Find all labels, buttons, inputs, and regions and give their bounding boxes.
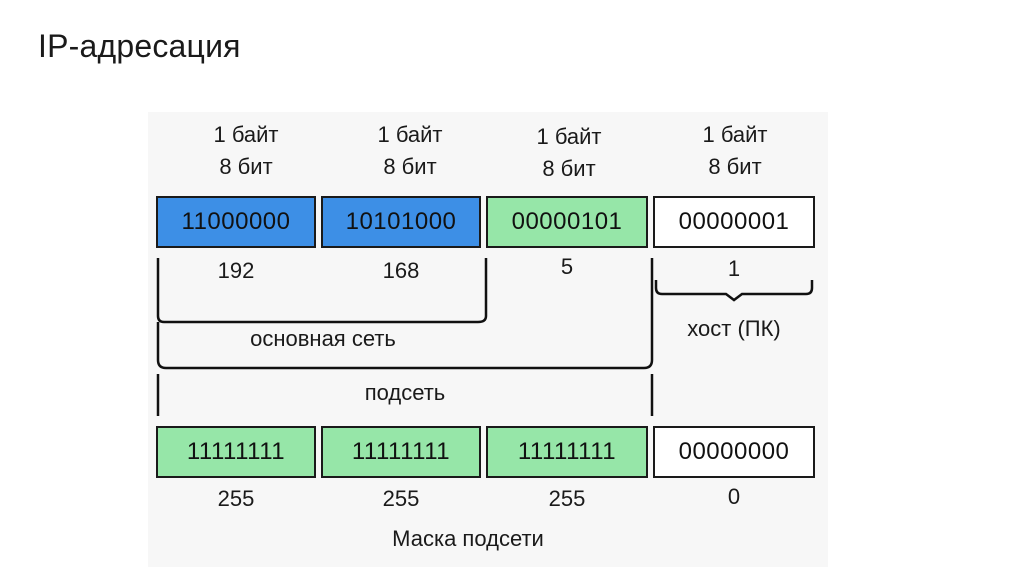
address-byte-3-box: 00000101 — [486, 196, 648, 248]
mask-byte-1-decimal: 255 — [217, 486, 255, 511]
host-brace — [654, 280, 814, 302]
subnet-label: подсеть — [364, 380, 446, 405]
host-label: хост (ПК) — [687, 316, 781, 341]
network-label: основная сеть — [250, 326, 396, 351]
subnet-mask-label: Маска подсети — [392, 526, 544, 551]
mask-byte-3-box: 11111111 — [486, 426, 648, 478]
byte-1-bits-label: 8 бит — [219, 154, 273, 179]
slide-title: IP-адресация — [38, 28, 241, 64]
address-byte-1-decimal: 192 — [217, 258, 255, 283]
mask-byte-3-decimal: 255 — [548, 486, 586, 511]
address-byte-3-decimal: 5 — [560, 254, 574, 279]
mask-byte-2-decimal: 255 — [382, 486, 420, 511]
brace-lines — [156, 258, 814, 416]
byte-3-bits-label: 8 бит — [542, 156, 596, 181]
address-byte-2-box: 10101000 — [321, 196, 481, 248]
byte-2-bits-label: 8 бит — [383, 154, 437, 179]
address-byte-4-box: 00000001 — [653, 196, 815, 248]
byte-4-bits-label: 8 бит — [708, 154, 762, 179]
mask-byte-1-box: 11111111 — [156, 426, 316, 478]
address-byte-1-box: 11000000 — [156, 196, 316, 248]
byte-2-size-label: 1 байт — [377, 122, 443, 147]
address-byte-4-decimal: 1 — [727, 256, 741, 281]
byte-1-size-label: 1 байт — [213, 122, 279, 147]
byte-3-size-label: 1 байт — [536, 124, 602, 149]
address-byte-2-decimal: 168 — [382, 258, 420, 283]
ip-diagram: 1 байт 8 бит 1 байт 8 бит 1 байт 8 бит 1… — [148, 112, 828, 567]
subnet-brace — [156, 258, 654, 370]
byte-4-size-label: 1 байт — [702, 122, 768, 147]
mask-byte-2-box: 11111111 — [321, 426, 481, 478]
network-brace — [156, 258, 488, 324]
mask-byte-4-decimal: 0 — [727, 484, 741, 509]
mask-byte-4-box: 00000000 — [653, 426, 815, 478]
